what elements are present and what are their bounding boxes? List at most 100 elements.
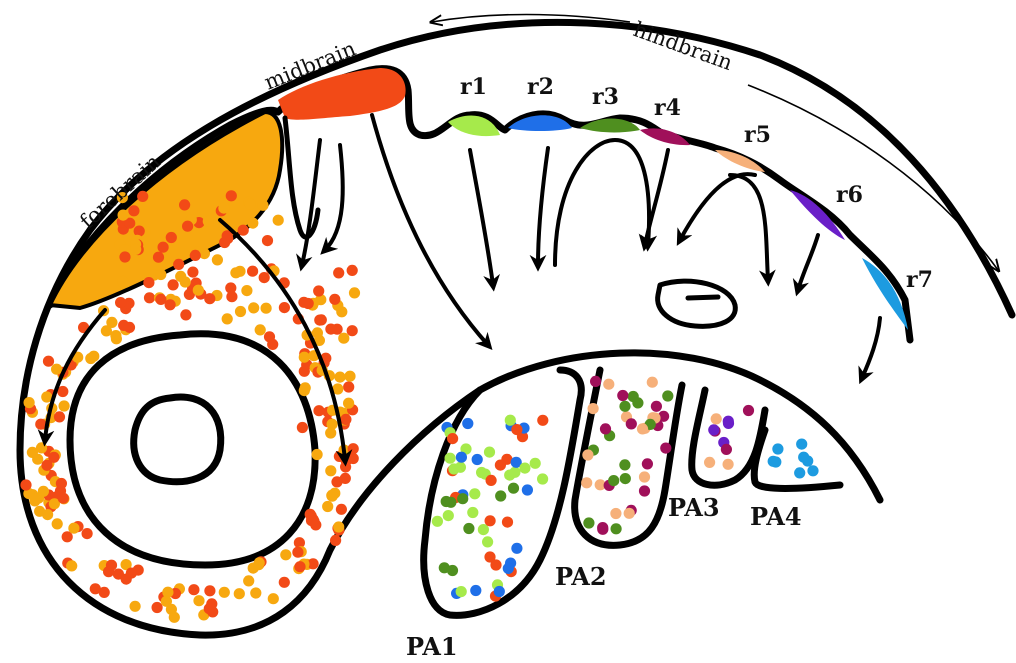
crest-cell-cranial — [235, 306, 246, 317]
crest-cell-pa2 — [651, 401, 662, 412]
crest-cell-pa1 — [502, 517, 513, 528]
crest-cell-cranial — [254, 557, 265, 568]
crest-cell-pa2 — [642, 458, 653, 469]
crest-cell-pa2 — [637, 423, 648, 434]
crest-cell-cranial — [48, 452, 59, 463]
crest-cell-cranial — [29, 495, 40, 506]
crest-cell-pa1 — [504, 470, 515, 481]
crest-cell-pa2 — [619, 401, 630, 412]
crest-cell-pa2 — [647, 377, 658, 388]
crest-cell-cranial — [279, 302, 290, 313]
crest-cell-pa1 — [432, 516, 443, 527]
crest-cell-cranial — [158, 242, 169, 253]
crest-cell-cranial — [106, 560, 117, 571]
crest-cell-pa1 — [511, 543, 522, 554]
optic-cup-outer — [70, 334, 315, 565]
crest-cell-pa4 — [768, 456, 779, 467]
crest-cell-pa1 — [445, 497, 456, 508]
crest-cell-pa1 — [522, 484, 533, 495]
arrow-r2 — [538, 148, 548, 265]
pharyngeal-arch-label-pa3: PA3 — [668, 493, 720, 522]
crest-cell-pa1 — [511, 424, 522, 435]
crest-cell-pa1 — [447, 433, 458, 444]
crest-cell-cranial — [343, 398, 354, 409]
crest-cell-cranial — [222, 313, 233, 324]
crest-cell-pa1 — [467, 507, 478, 518]
crest-cell-pa1 — [490, 559, 501, 570]
crest-cell-cranial — [262, 235, 273, 246]
crest-cell-cranial — [325, 324, 336, 335]
crest-cell-cranial — [58, 493, 69, 504]
crest-cell-pa1 — [469, 488, 480, 499]
crest-cell-pa3 — [723, 459, 734, 470]
crest-cell-pa2 — [603, 379, 614, 390]
crest-cell-pa2 — [626, 418, 637, 429]
rhombomere-label-r7: r7 — [906, 267, 933, 293]
crest-cell-pa1 — [478, 524, 489, 535]
crest-cell-pa2 — [581, 477, 592, 488]
crest-cell-cranial — [297, 422, 308, 433]
rhombomere-label-r4: r4 — [654, 95, 681, 121]
hindbrain-extent-arrow-2 — [748, 85, 998, 270]
crest-cell-pa1 — [457, 493, 468, 504]
crest-cell-pa2 — [583, 517, 594, 528]
crest-cell-pa2 — [597, 524, 608, 535]
crest-cell-cranial — [234, 266, 245, 277]
crest-cell-cranial — [334, 372, 345, 383]
arrow-r3 — [555, 140, 649, 265]
crest-cell-pa3 — [743, 405, 754, 416]
crest-cell-cranial — [115, 297, 126, 308]
crest-cell-cranial — [349, 287, 360, 298]
crest-cell-pa2 — [632, 397, 643, 408]
crest-cell-cranial — [51, 364, 62, 375]
crest-cell-pa1 — [470, 585, 481, 596]
crest-cell-pa1 — [456, 586, 467, 597]
crest-cell-cranial — [113, 569, 124, 580]
crest-cell-cranial — [245, 199, 256, 210]
crest-cell-pa3 — [704, 457, 715, 468]
crest-cell-cranial — [322, 501, 333, 512]
crest-cell-pa1 — [447, 565, 458, 576]
crest-cell-pa2 — [600, 423, 611, 434]
crest-cell-cranial — [325, 427, 336, 438]
crest-cell-pa2 — [608, 475, 619, 486]
crest-cell-cranial — [66, 560, 77, 571]
crest-cell-pa3 — [721, 444, 732, 455]
crest-cell-cranial — [238, 225, 249, 236]
crest-cell-cranial — [313, 405, 324, 416]
crest-cell-cranial — [152, 602, 163, 613]
crest-cell-cranial — [24, 397, 35, 408]
crest-cell-cranial — [347, 265, 358, 276]
crest-cell-cranial — [310, 519, 321, 530]
crest-cell-cranial — [38, 486, 49, 497]
crest-cell-cranial — [193, 285, 204, 296]
crest-cell-cranial — [204, 585, 215, 596]
crest-cell-cranial — [330, 535, 341, 546]
crest-cell-cranial — [182, 221, 193, 232]
crest-cell-cranial — [166, 232, 177, 243]
otic-vesicle — [658, 281, 736, 326]
crest-cell-cranial — [273, 215, 284, 226]
crest-cell-pa4 — [794, 467, 805, 478]
crest-cell-cranial — [348, 443, 359, 454]
crest-cell-cranial — [168, 279, 179, 290]
crest-cell-pa1 — [519, 463, 530, 474]
crest-cell-cranial — [329, 294, 340, 305]
crest-cell-cranial — [36, 442, 47, 453]
crest-cell-cranial — [333, 267, 344, 278]
crest-cell-cranial — [247, 266, 258, 277]
crest-cell-cranial — [299, 385, 310, 396]
rhombomere-label-r5: r5 — [744, 122, 771, 148]
crest-cell-cranial — [218, 203, 229, 214]
crest-cell-pa4 — [772, 443, 783, 454]
crest-cell-pa1 — [495, 460, 506, 471]
crest-cell-pa1 — [482, 536, 493, 547]
crest-cell-pa2 — [610, 508, 621, 519]
crest-cell-cranial — [314, 315, 325, 326]
crest-cell-pa1 — [445, 453, 456, 464]
crest-cell-cranial — [101, 325, 112, 336]
crest-cell-cranial — [118, 210, 129, 221]
crest-cell-cranial — [280, 549, 291, 560]
pharyngeal-arch-label-pa2: PA2 — [555, 562, 607, 591]
